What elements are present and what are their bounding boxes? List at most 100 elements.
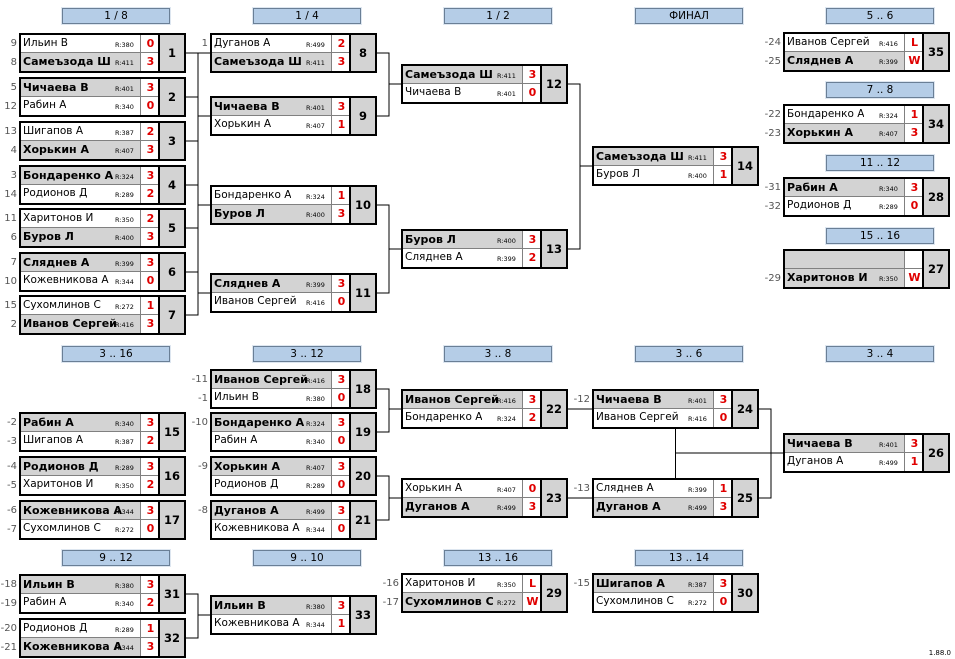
player-row[interactable] [785,251,924,269]
